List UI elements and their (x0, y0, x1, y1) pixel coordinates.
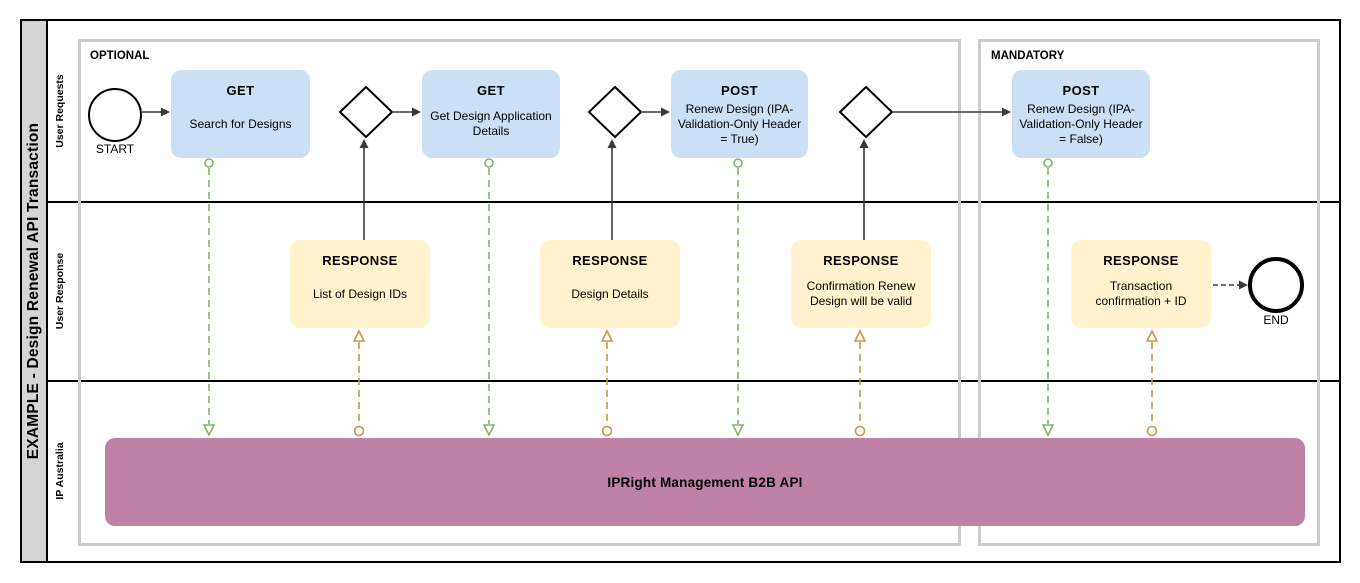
task-description: Design Details (571, 286, 649, 301)
task-title: RESPONSE (1103, 253, 1179, 268)
lane-divider-1 (48, 201, 1339, 203)
group-optional-label: OPTIONAL (90, 50, 150, 62)
lane-label-user-requests: User Requests (54, 74, 66, 148)
task-description: Confirmation Renew Design will be valid (806, 279, 916, 308)
task-get-design-application-details: GET Get Design Application Details (422, 70, 560, 158)
task-description: Transaction confirmation + ID (1095, 279, 1187, 308)
lane-divider-2 (48, 380, 1339, 382)
lane-label-user-response: User Response (54, 252, 66, 330)
task-post-renew-design-validation-false: POST Renew Design (IPA-Validation-Only H… (1012, 70, 1150, 158)
task-description: Search for Designs (189, 116, 292, 131)
task-description: List of Design IDs (312, 286, 408, 301)
diagram-title: EXAMPLE - Design Renewal API Transaction (25, 122, 42, 460)
task-method: GET (477, 83, 505, 98)
diagram-title-bar (22, 21, 48, 561)
group-mandatory-label: MANDATORY (991, 50, 1065, 62)
task-post-renew-design-validation-true: POST Renew Design (IPA-Validation-Only H… (671, 70, 808, 158)
task-response-confirmation-renew-valid: RESPONSE Confirmation Renew Design will … (791, 240, 931, 328)
task-get-search-designs: GET Search for Designs (171, 70, 310, 158)
end-event-label: END (1263, 313, 1289, 327)
group-mandatory (978, 39, 1320, 546)
task-title: RESPONSE (322, 253, 398, 268)
task-method: GET (226, 83, 255, 98)
task-title: RESPONSE (572, 253, 648, 268)
group-optional (78, 39, 961, 546)
task-response-list-of-design-ids: RESPONSE List of Design IDs (290, 240, 430, 328)
api-bar: IPRight Management B2B API (105, 438, 1305, 526)
start-event-label: START (95, 142, 135, 156)
task-description: Renew Design (IPA-Validation-Only Header… (677, 101, 802, 146)
task-description: Renew Design (IPA-Validation-Only Header… (1019, 101, 1143, 146)
task-method: POST (1062, 83, 1100, 98)
task-description: Get Design Application Details (430, 109, 552, 138)
task-response-transaction-confirmation: RESPONSE Transaction confirmation + ID (1071, 240, 1211, 328)
task-title: RESPONSE (823, 253, 899, 268)
api-bar-label: IPRight Management B2B API (607, 474, 803, 490)
task-response-design-details: RESPONSE Design Details (540, 240, 680, 328)
task-method: POST (721, 83, 758, 98)
lane-label-ip-australia: IP Australia (54, 442, 66, 500)
